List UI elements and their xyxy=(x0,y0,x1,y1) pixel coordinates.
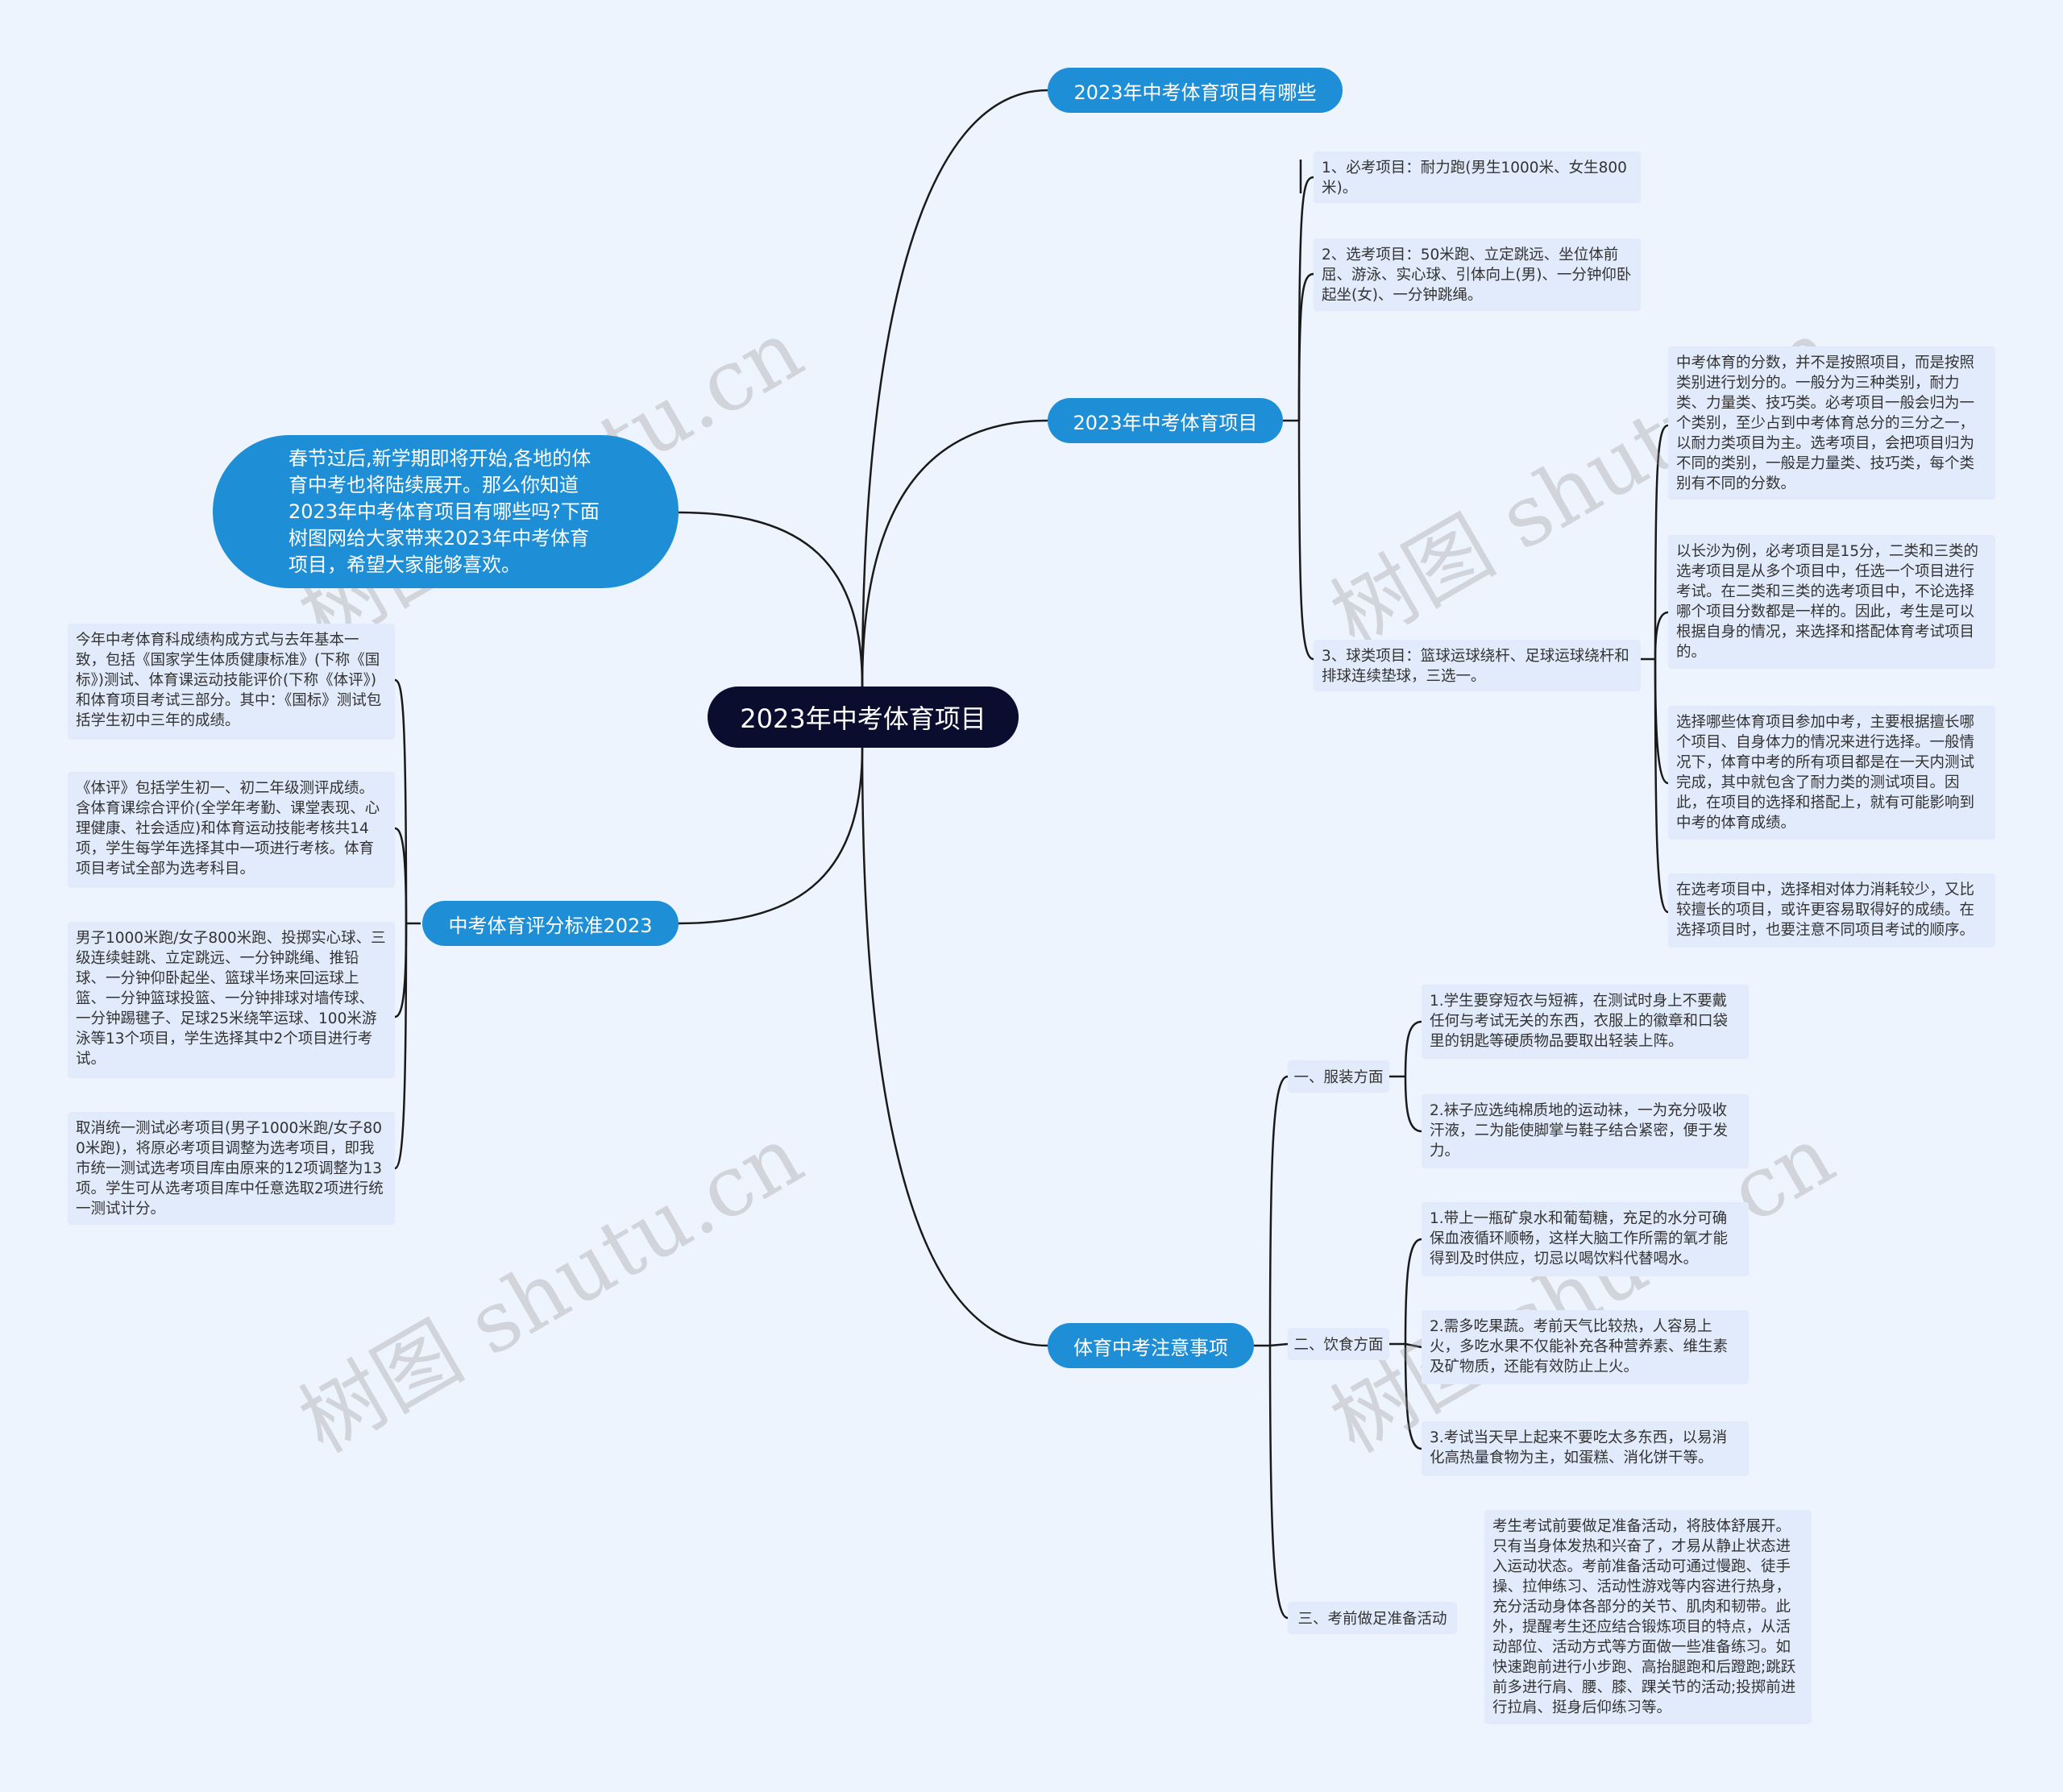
b2-item-1[interactable]: 1、必考项目：耐力跑(男生1000米、女生800米)。 xyxy=(1314,151,1641,203)
b2-item-3[interactable]: 3、球类项目：篮球运球绕杆、足球运球绕杆和排球连续垫球，三选一。 xyxy=(1314,640,1641,691)
b4-sub2-item-3[interactable]: 3.考试当天早上起来不要吃太多东西，以易消化高热量食物为主，如蛋糕、消化饼干等。 xyxy=(1422,1421,1749,1476)
b2-detail-1[interactable]: 中考体育的分数，并不是按照项目，而是按照类别进行划分的。一般分为三种类别，耐力类… xyxy=(1668,346,1995,500)
b2-detail-2[interactable]: 以长沙为例，必考项目是15分，二类和三类的选考项目是从多个项目中，任选一个项目进… xyxy=(1668,535,1995,669)
b4-sub3-item-1[interactable]: 考生考试前要做足准备活动，将肢体舒展开。只有当身体发热和兴奋了，才易从静止状态进… xyxy=(1484,1510,1812,1724)
b4-sub2-item-2[interactable]: 2.需多吃果蔬。考前天气比较热，人容易上火，多吃水果不仅能补充各种营养素、维生素… xyxy=(1422,1310,1749,1384)
b4-sub-3[interactable]: 三、考前做足准备活动 xyxy=(1288,1602,1457,1634)
center-node[interactable]: 2023年中考体育项目 xyxy=(708,687,1019,748)
wire-center-intro xyxy=(678,511,864,687)
b4-sub2-item-1[interactable]: 1.带上一瓶矿泉水和葡萄糖，充足的水分可确保血液循环顺畅，这样大脑工作所需的氧才… xyxy=(1422,1202,1749,1276)
branch-b3[interactable]: 中考体育评分标准2023 xyxy=(422,901,679,946)
b2-detail-3[interactable]: 选择哪些体育项目参加中考，主要根据擅长哪个项目、自身体力的情况来进行选择。一般情… xyxy=(1668,706,1995,840)
b3-item-3[interactable]: 男子1000米跑/女子800米跑、投掷实心球、三级连续蛙跳、立定跳远、一分钟跳绳… xyxy=(68,922,395,1078)
b2-item-2[interactable]: 2、选考项目：50米跑、立定跳远、坐位体前屈、游泳、实心球、引体向上(男)、一分… xyxy=(1314,239,1641,311)
wire-center-b3 xyxy=(678,747,864,925)
b3-item-2[interactable]: 《体评》包括学生初一、初二年级测评成绩。含体育课综合评价(全学年考勤、课堂表现、… xyxy=(68,772,395,888)
intro-text: 春节过后,新学期即将开始,各地的体育中考也将陆续展开。那么你知道2023年中考体… xyxy=(288,446,600,576)
b4-sub1-item-1[interactable]: 1.学生要穿短衣与短裤，在测试时身上不要戴任何与考试无关的东西，衣服上的徽章和口… xyxy=(1422,985,1749,1059)
wire-center-b4 xyxy=(861,747,1048,1347)
wire-center-b1 xyxy=(861,89,1048,687)
b4-sub-2[interactable]: 二、饮食方面 xyxy=(1288,1328,1389,1360)
branch-b1[interactable]: 2023年中考体育项目有哪些 xyxy=(1048,68,1343,113)
b3-item-1[interactable]: 今年中考体育科成绩构成方式与去年基本一致，包括《国家学生体质健康标准》(下称《国… xyxy=(68,624,395,740)
b2-detail-4[interactable]: 在选考项目中，选择相对体力消耗较少，又比较擅长的项目，或许更容易取得好的成绩。在… xyxy=(1668,873,1995,948)
b4-sub-1[interactable]: 一、服装方面 xyxy=(1288,1060,1389,1093)
branch-b4[interactable]: 体育中考注意事项 xyxy=(1048,1323,1254,1368)
b4-sub1-item-2[interactable]: 2.袜子应选纯棉质地的运动袜，一为充分吸收汗液，二为能使脚掌与鞋子结合紧密，便于… xyxy=(1422,1094,1749,1168)
wire-center-b2 xyxy=(861,419,1048,687)
intro-node[interactable]: 春节过后,新学期即将开始,各地的体育中考也将陆续展开。那么你知道2023年中考体… xyxy=(213,435,679,588)
b3-item-4[interactable]: 取消统一测试必考项目(男子1000米跑/女子800米跑)，将原必考项目调整为选考… xyxy=(68,1112,395,1225)
branch-b2[interactable]: 2023年中考体育项目 xyxy=(1048,398,1283,443)
